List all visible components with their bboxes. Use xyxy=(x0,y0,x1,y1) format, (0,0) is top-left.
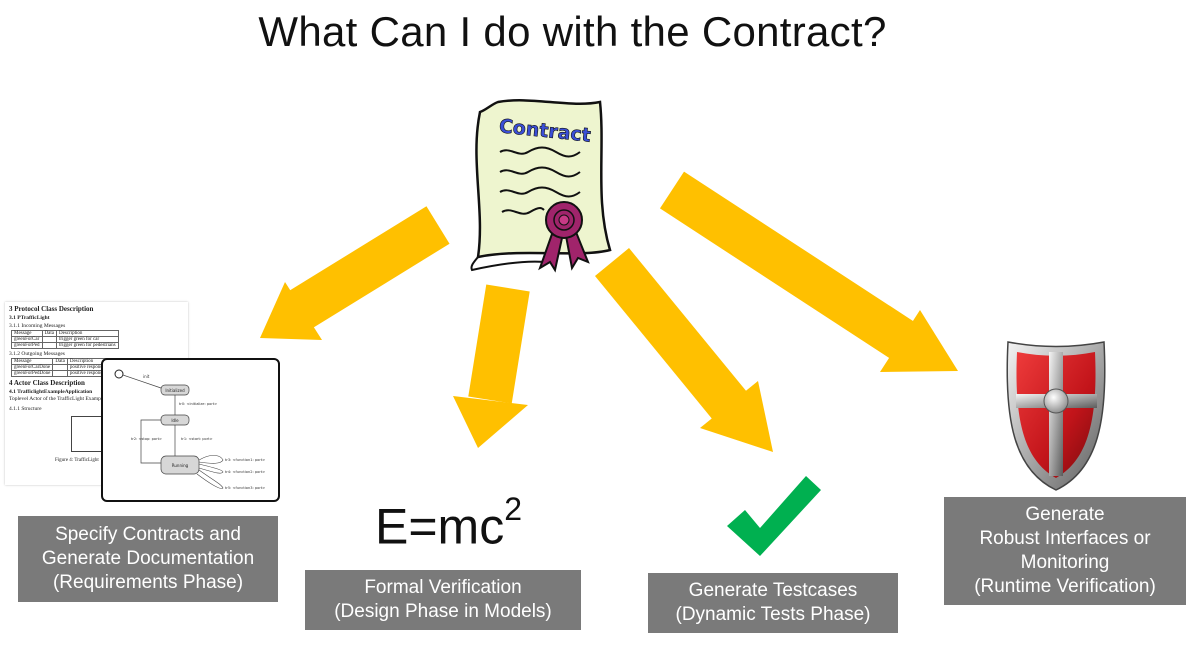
box-line: (Design Phase in Models) xyxy=(334,601,552,622)
arrow-to-formal xyxy=(453,284,530,448)
table-cell: greenForCarDone xyxy=(10,364,54,371)
statechart-diagram: init Initialized tr0: <initialize: port>… xyxy=(101,358,280,502)
formula-emc2: E=mc2 xyxy=(375,491,522,556)
transition-label: tr4: <function2: port> xyxy=(225,470,265,474)
contract-scroll-icon: Contract xyxy=(470,99,612,272)
box-line: (Dynamic Tests Phase) xyxy=(675,604,871,625)
ribbon-seal-icon xyxy=(538,201,590,273)
state-label: Running xyxy=(172,463,189,468)
transition-label: tr1: <start: port> xyxy=(181,437,213,441)
box-line: (Requirements Phase) xyxy=(52,572,244,593)
transition-label: tr3: <function1: port> xyxy=(225,458,265,462)
table-cell xyxy=(52,370,68,377)
formula-base: E=mc xyxy=(375,498,505,555)
doc-subheading: 4.1 TrafficlightExampleApplication xyxy=(9,389,93,395)
arrow-to-robust xyxy=(659,171,958,372)
state-box xyxy=(160,455,200,475)
table-cell: greenForPed xyxy=(11,342,43,349)
table-cell: greenForPedDone xyxy=(10,370,54,377)
statechart-canvas: init Initialized tr0: <initialize: port>… xyxy=(114,369,265,490)
doc-caption: Figure 4: TrafficLight xyxy=(55,458,99,463)
box-specify-contracts: Specify Contracts and Generate Documenta… xyxy=(18,516,278,602)
transition-label: tr2: <stop: port> xyxy=(131,437,162,441)
box-robust-interfaces: Generate Robust Interfaces or Monitoring… xyxy=(944,497,1186,605)
box-line: Generate Testcases xyxy=(688,580,858,601)
doc-table-outgoing: Message Data Description greenForCarDone… xyxy=(10,358,108,377)
box-formal-verification: Formal Verification (Design Phase in Mod… xyxy=(305,570,581,630)
box-generate-testcases: Generate Testcases (Dynamic Tests Phase) xyxy=(648,573,898,633)
transition-label: tr5: <function3: port> xyxy=(225,486,265,490)
checkmark-icon xyxy=(727,476,821,556)
doc-heading: 3 Protocol Class Description xyxy=(9,305,94,313)
transition-label: tr0: <initialize: port> xyxy=(179,402,217,406)
table-cell: greenForCar xyxy=(11,336,43,343)
doc-subheading: 3.1.1 Incoming Messages xyxy=(9,323,66,329)
transition-label: init xyxy=(143,374,150,379)
box-line: Generate Documentation xyxy=(41,548,255,569)
doc-heading: 4 Actor Class Description xyxy=(9,379,85,387)
box-line: Formal Verification xyxy=(364,577,522,598)
state-label: Idle xyxy=(171,418,179,423)
doc-subheading: 3.1 PTrafficLight xyxy=(9,315,50,321)
page-title: What Can I do with the Contract? xyxy=(258,8,887,55)
box-line: Specify Contracts and xyxy=(55,524,241,545)
arrow-to-specify xyxy=(260,206,450,340)
doc-table-incoming: Message Data Description greenForCar tri… xyxy=(11,330,119,349)
shield-icon xyxy=(1006,341,1106,491)
doc-subheading: 4.1.1 Structure xyxy=(9,406,42,412)
formula-exponent: 2 xyxy=(504,491,522,527)
state-label: Initialized xyxy=(165,388,185,393)
table-cell: trigger green for pedestrians xyxy=(56,342,119,349)
box-line: (Runtime Verification) xyxy=(974,576,1156,597)
doc-paragraph: Toplevel Actor of the TrafficLight Examp… xyxy=(9,396,116,402)
doc-subheading: 3.1.2 Outgoing Messages xyxy=(9,351,65,357)
box-line: Generate xyxy=(1025,504,1105,525)
box-line: Robust Interfaces or xyxy=(979,528,1151,549)
arrow-to-testcases xyxy=(594,248,773,452)
box-line: Monitoring xyxy=(1020,552,1110,573)
table-cell xyxy=(41,342,58,349)
